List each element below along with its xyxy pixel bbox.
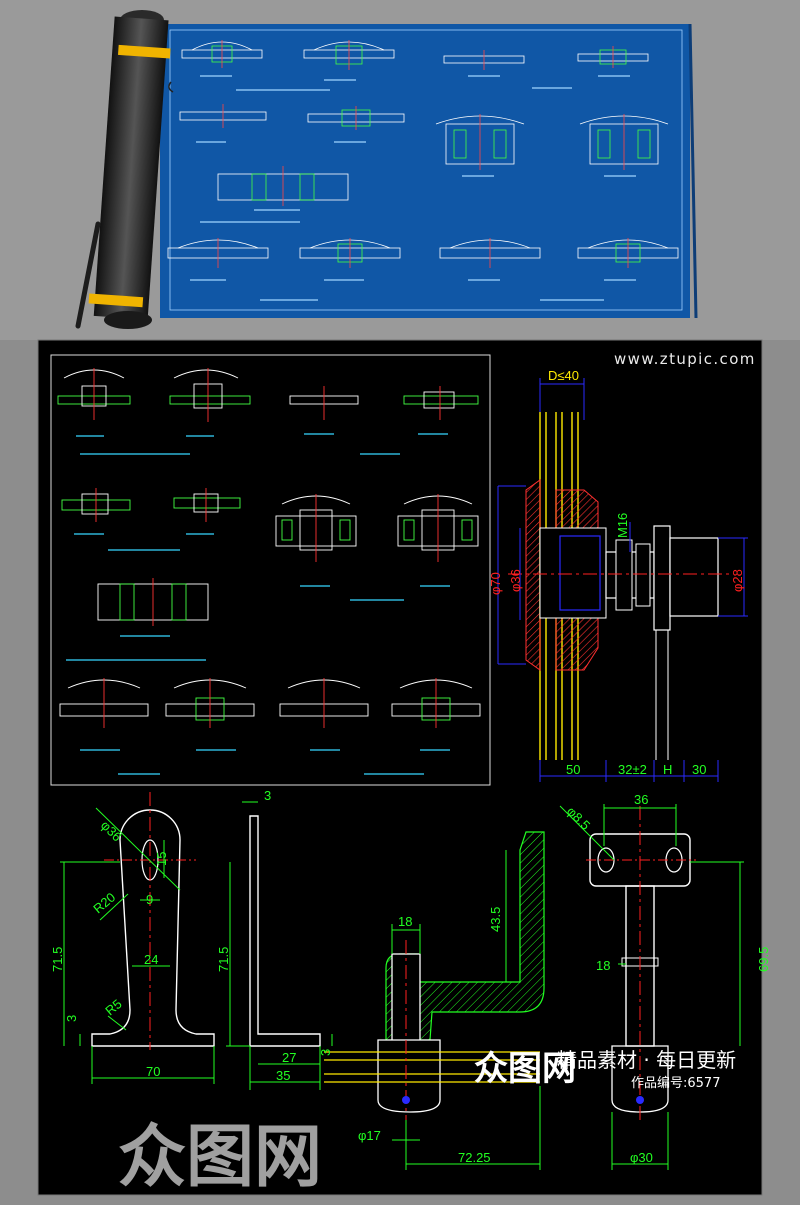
dim-dia-70: φ70 <box>488 572 503 595</box>
part-1-drawing <box>60 792 215 1084</box>
p1-h: 71.5 <box>50 947 65 972</box>
spider-fitting-assembly <box>497 378 748 782</box>
p4-36: 36 <box>634 792 648 807</box>
part-3-drawing <box>324 831 545 1170</box>
p1-24: 24 <box>144 952 158 967</box>
watermark-logo-big-text: 图网 <box>186 1118 323 1197</box>
pen-icon <box>75 221 101 329</box>
part-4-drawing <box>559 804 744 1170</box>
paper-roll <box>88 10 171 329</box>
p2-3b: 3 <box>318 1049 333 1056</box>
p4-18: 18 <box>596 958 610 973</box>
p3-dia17: φ17 <box>358 1128 381 1143</box>
p2-h: 71.5 <box>216 947 231 972</box>
p1-70: 70 <box>146 1064 160 1079</box>
clip-icon <box>168 81 174 93</box>
p1-3: 3 <box>64 1015 79 1022</box>
dim-d-top: D≤40 <box>548 368 579 383</box>
part-2-drawing <box>226 801 333 1090</box>
dim-bottom-32: 32±2 <box>618 762 647 777</box>
p4-dia30: φ30 <box>630 1150 653 1165</box>
p2-3: 3 <box>264 788 271 803</box>
p3-43: 43.5 <box>488 907 503 932</box>
p1-9: 9 <box>146 892 153 907</box>
dim-dia-28: φ28 <box>730 569 745 592</box>
dim-bottom-50: 50 <box>566 762 580 777</box>
blueprint-sheet <box>160 23 698 319</box>
p3-18: 18 <box>398 914 412 929</box>
cad-captions <box>66 433 450 775</box>
watermark-brand: 精品素材 · 每日更新 <box>557 1048 737 1072</box>
dim-bottom-30: 30 <box>692 762 706 777</box>
cad-mini-details <box>57 368 481 728</box>
watermark-logo-mark: 众 <box>474 1049 508 1089</box>
watermark-logo-text: 图网 <box>508 1049 576 1089</box>
watermark-url: www.ztupic.com <box>614 350 756 368</box>
dim-dia-36: φ36 <box>508 569 523 592</box>
blueprint-captions <box>190 75 636 301</box>
dim-m16: M16 <box>615 513 630 538</box>
dim-bottom-h: H <box>663 762 672 777</box>
p3-72: 72.25 <box>458 1150 491 1165</box>
p2-35: 35 <box>276 1068 290 1083</box>
p1-15: 15 <box>154 852 169 866</box>
watermark-logo-big-mark: 众 <box>118 1118 187 1197</box>
blueprint-details <box>167 40 679 268</box>
p4-69: 69.5 <box>756 947 771 972</box>
p2-27: 27 <box>282 1050 296 1065</box>
watermark-code: 作品编号:6577 <box>631 1076 721 1091</box>
watermark-logo-small: 众图网 <box>474 1041 576 1090</box>
watermark-logo-big: 众图网 <box>118 1101 322 1200</box>
